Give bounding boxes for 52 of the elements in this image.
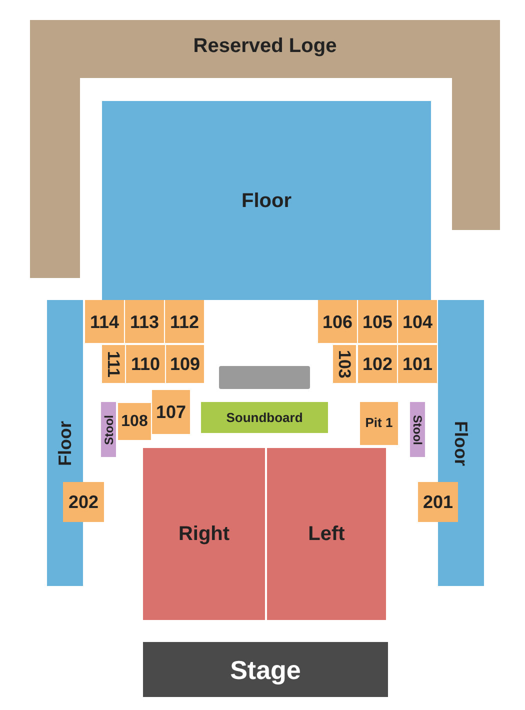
section-label: Floor <box>56 420 74 466</box>
section-label: 114 <box>90 312 120 330</box>
section-label: 201 <box>422 493 454 511</box>
section-label: 111 <box>105 350 122 378</box>
section-label: 107 <box>156 403 186 421</box>
seating-section <box>318 300 357 343</box>
section-label: Reserved Loge <box>193 36 337 56</box>
section-label: 202 <box>68 493 99 511</box>
section-label: 105 <box>362 312 393 330</box>
section-label: Stage <box>230 656 301 682</box>
seating-section <box>398 300 437 343</box>
seating-section <box>267 448 386 620</box>
seating-section <box>166 345 204 383</box>
section-label: Floor <box>452 420 470 466</box>
section-label: Floor <box>242 190 292 210</box>
section-label: Stool <box>412 414 424 444</box>
seating-section <box>360 402 398 445</box>
seating-section <box>152 390 190 434</box>
seating-section <box>358 300 397 343</box>
seating-section <box>102 345 125 383</box>
section-label: 101 <box>402 355 433 373</box>
seating-section <box>143 642 388 697</box>
seating-section <box>63 482 104 522</box>
seating-section <box>125 300 164 343</box>
seating-section <box>118 403 151 440</box>
seating-section <box>398 345 437 383</box>
section-label: 112 <box>170 312 200 330</box>
seating-section <box>143 448 265 620</box>
section-label: Pit 1 <box>364 416 394 431</box>
section-label: Soundboard <box>226 411 303 424</box>
seating-section <box>201 402 328 433</box>
section-label: 103 <box>336 350 353 378</box>
seating-section <box>358 345 397 383</box>
section-label: 104 <box>402 312 433 330</box>
section-label: Stool <box>102 414 114 444</box>
section-label: 110 <box>130 355 160 373</box>
section-label: 113 <box>130 312 160 330</box>
seating-section <box>126 345 165 383</box>
seating-section <box>333 345 356 383</box>
seating-section <box>410 402 425 457</box>
seating-section <box>101 402 116 457</box>
seating-section <box>85 300 124 343</box>
section-label: 108 <box>121 414 148 430</box>
section-label: 106 <box>322 312 353 330</box>
seating-section <box>102 101 431 300</box>
section-label: 102 <box>362 355 393 373</box>
seating-section <box>418 482 458 522</box>
mixing-platform <box>219 366 310 389</box>
section-label: 109 <box>170 355 200 373</box>
section-label: Right <box>178 524 230 544</box>
seating-section <box>165 300 204 343</box>
section-label: Left <box>308 524 345 544</box>
